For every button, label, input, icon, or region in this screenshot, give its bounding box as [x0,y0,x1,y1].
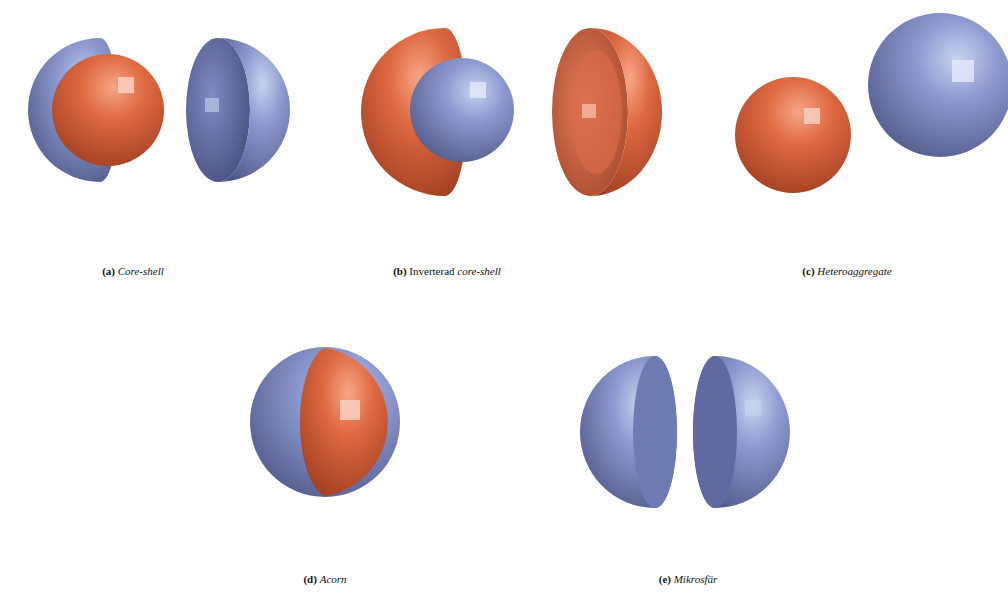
subfigure-caption: (a) Core-shell [102,265,164,277]
subfigure-letter: (d) [303,573,316,585]
subfigure-title: Mikrosfär [674,573,718,585]
subfigure-caption: (e) Mikrosfär [659,573,718,585]
subfigure-caption: (c) Heteroaggregate [802,265,891,277]
subfigure-letter: (a) [102,265,115,277]
subfigure-title: Core-shell [118,265,164,277]
subfigure-caption: (b) Inverterad core-shell [393,265,501,277]
subfigure-letter: (c) [802,265,814,277]
subfigure-title: Inverterad [409,265,454,277]
subfigure-title: Acorn [320,573,347,585]
subfigure-title: Heteroaggregate [817,265,891,277]
subfigure-title: core-shell [457,265,501,277]
subfigure-caption: (d) Acorn [303,573,346,585]
subfigure-letter: (e) [659,573,671,585]
subfigure-letter: (b) [393,265,406,277]
